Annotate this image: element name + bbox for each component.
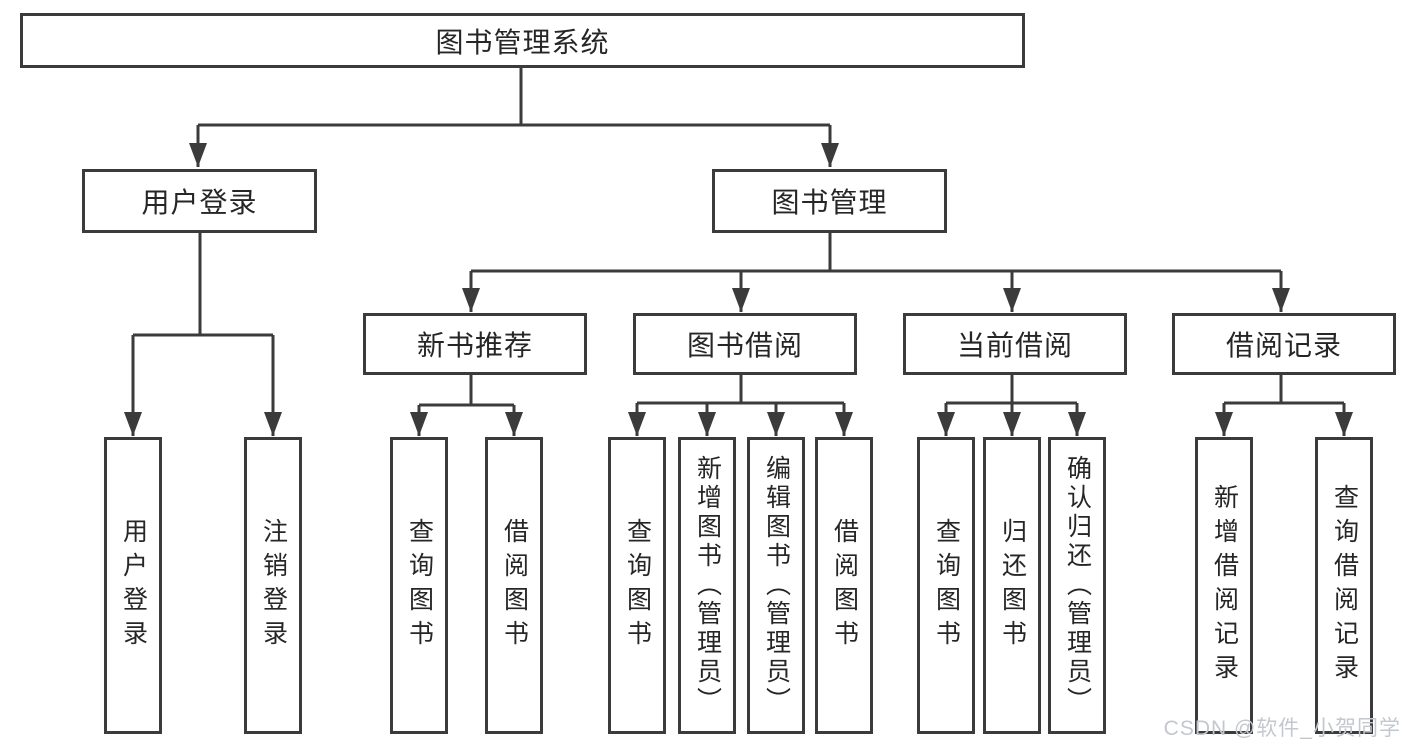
node-label: 归还图书 xyxy=(998,517,1027,654)
node-label: 新增图书（管理员） xyxy=(693,455,722,716)
node-add-borrow-record: 新增借阅记录 xyxy=(1195,437,1253,734)
node-current-borrowing: 当前借阅 xyxy=(903,313,1127,375)
node-label: 借阅图书 xyxy=(830,517,859,654)
node-label: 用户登录 xyxy=(119,517,148,654)
node-label: 注销登录 xyxy=(259,517,288,654)
node-query-books-borrowing: 查询图书 xyxy=(608,437,666,734)
node-book-management-system: 图书管理系统 xyxy=(20,13,1025,68)
node-new-book-recommendation: 新书推荐 xyxy=(363,313,587,375)
node-book-management: 图书管理 xyxy=(712,169,947,233)
node-add-book-admin: 新增图书（管理员） xyxy=(678,437,736,734)
node-query-borrow-record: 查询借阅记录 xyxy=(1315,437,1373,734)
node-edit-book-admin: 编辑图书（管理员） xyxy=(747,437,805,734)
node-user-login: 用户登录 xyxy=(82,169,317,233)
node-book-borrowing: 图书借阅 xyxy=(633,313,857,375)
node-label: 查询借阅记录 xyxy=(1330,483,1359,688)
node-confirm-return-admin: 确认归还（管理员） xyxy=(1048,437,1106,734)
node-label: 新增借阅记录 xyxy=(1210,483,1239,688)
node-query-books-recommend: 查询图书 xyxy=(390,437,448,734)
node-query-books-current: 查询图书 xyxy=(917,437,975,734)
node-return-books: 归还图书 xyxy=(983,437,1041,734)
node-label: 查询图书 xyxy=(623,517,652,654)
node-user-login-leaf: 用户登录 xyxy=(104,437,162,734)
node-label: 确认归还（管理员） xyxy=(1063,455,1092,716)
watermark: CSDN @软件_小贺同学 xyxy=(1163,717,1401,740)
node-label: 查询图书 xyxy=(932,517,961,654)
node-label: 借阅图书 xyxy=(500,517,529,654)
node-borrow-books-recommend: 借阅图书 xyxy=(485,437,543,734)
node-label: 查询图书 xyxy=(405,517,434,654)
node-label: 编辑图书（管理员） xyxy=(762,455,791,716)
node-logout: 注销登录 xyxy=(244,437,302,734)
node-borrow-books-leaf: 借阅图书 xyxy=(815,437,873,734)
node-borrowing-records: 借阅记录 xyxy=(1172,313,1396,375)
